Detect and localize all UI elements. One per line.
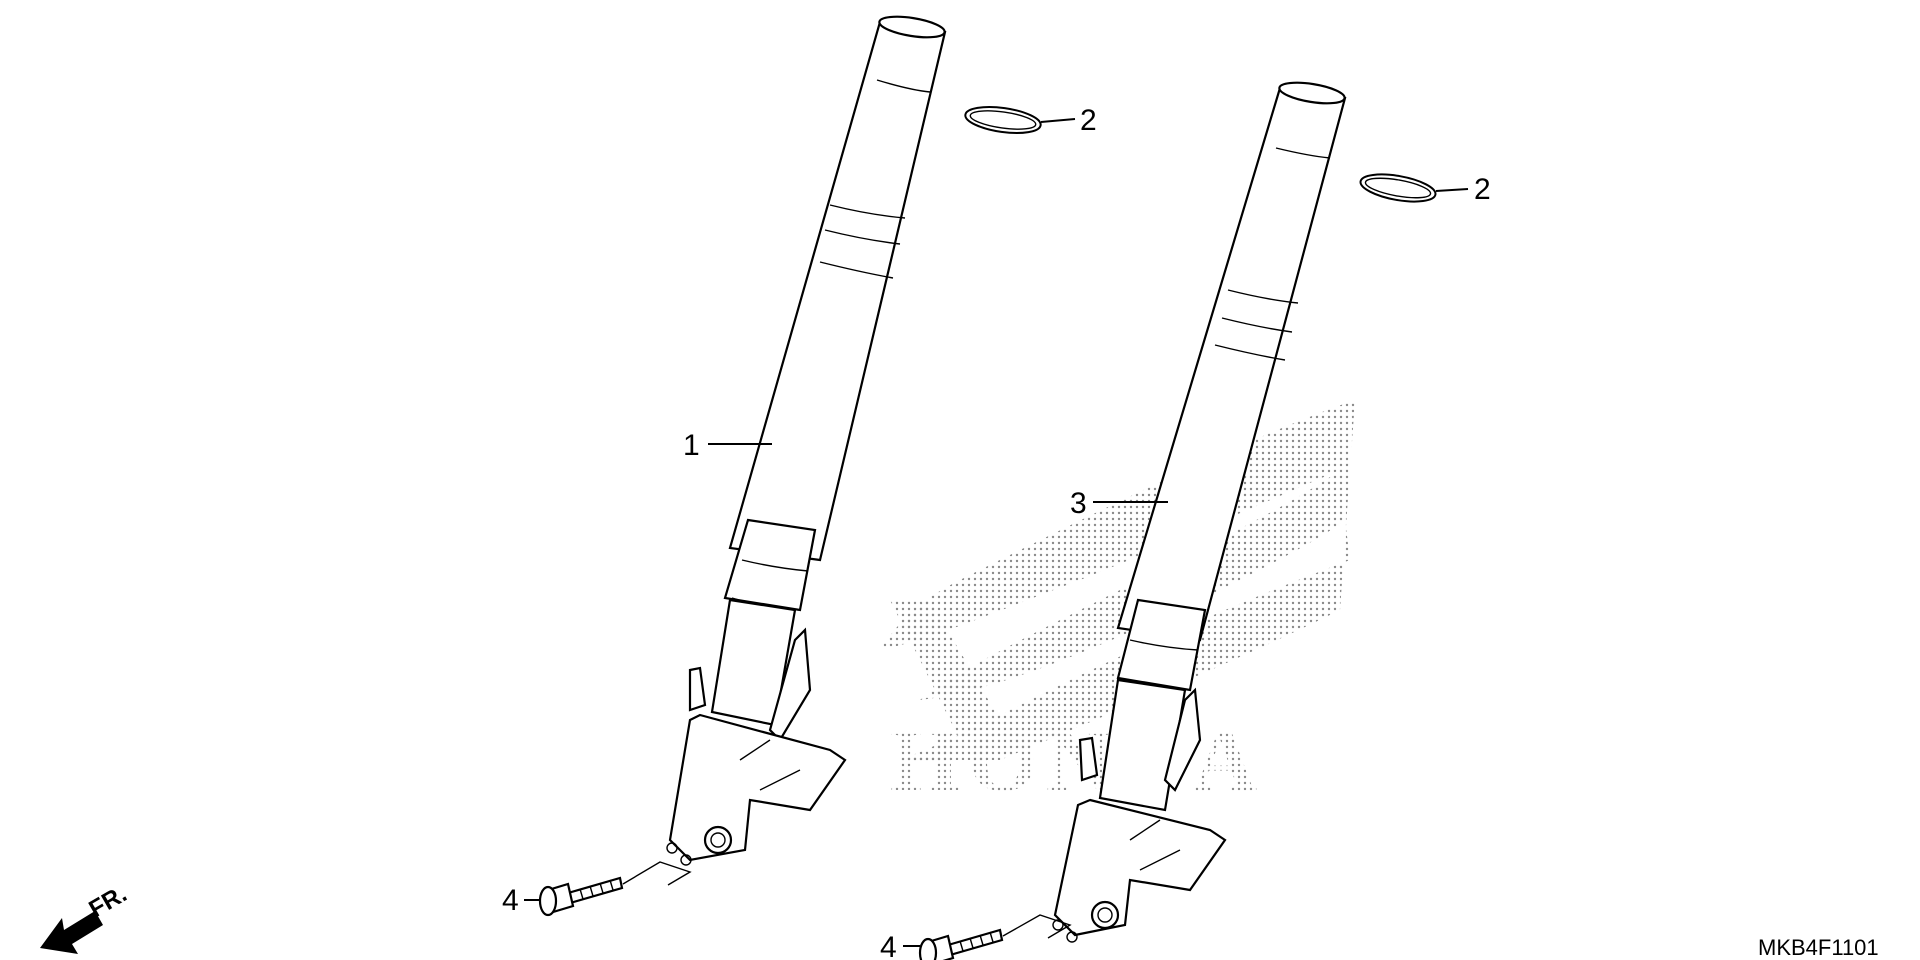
callout-1: 1 xyxy=(683,429,700,462)
o-ring-right xyxy=(1359,173,1437,203)
fork-assembly-right xyxy=(1052,81,1347,943)
bolt-guide-right xyxy=(1002,914,1072,939)
callout-2-left: 2 xyxy=(1080,104,1097,137)
fork-assembly-left xyxy=(666,15,947,866)
front-direction-indicator: FR. xyxy=(40,880,131,954)
callout-4-right: 4 xyxy=(880,931,897,960)
front-arrow-icon xyxy=(40,911,103,954)
diagram-code: MKB4F1101 xyxy=(1758,935,1879,960)
leader-2b xyxy=(1435,188,1469,192)
callout-4-left: 4 xyxy=(502,884,519,917)
bolt-left xyxy=(538,876,624,917)
watermark-text: HONDA xyxy=(890,711,1265,810)
bolt-guide-left xyxy=(622,861,692,886)
fork-tube-left xyxy=(728,20,947,562)
bolt-right xyxy=(918,928,1004,960)
leader-2a xyxy=(1040,118,1076,123)
honda-wing-left xyxy=(890,600,1000,740)
o-ring-left xyxy=(964,105,1042,135)
callout-3: 3 xyxy=(1070,487,1087,520)
callout-2-right: 2 xyxy=(1474,173,1491,206)
